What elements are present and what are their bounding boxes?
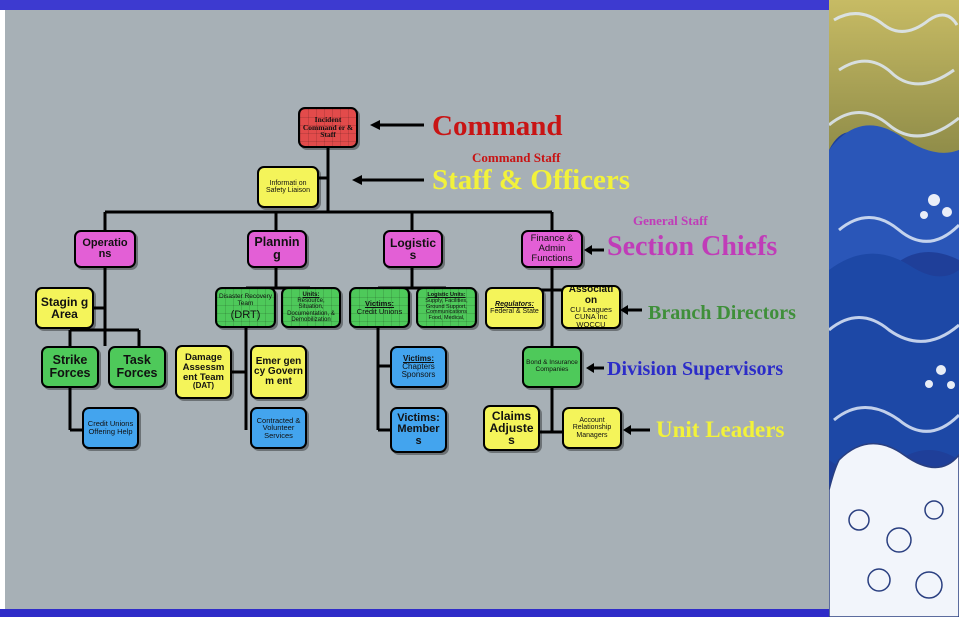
operations-node: Operatio ns xyxy=(74,230,136,268)
info-safety-liaison-text: Informati on Safety Liaison xyxy=(266,179,310,194)
victims-chapters-label: Victims: xyxy=(403,353,434,363)
general-staff-label: General Staff xyxy=(633,213,708,228)
logistic-units-label: Logistic Units: xyxy=(427,292,466,299)
emergency-government-node: Emer gen cy Govern m ent xyxy=(250,345,307,399)
logistic-units-text: Supply, Facilities, Ground Support, Comm… xyxy=(425,298,468,321)
command-label: Command xyxy=(432,110,563,142)
regulators-text: Federal & State xyxy=(490,308,539,315)
claims-adjusters-text: Claims Adjuste s xyxy=(489,408,534,448)
task-forces-node: Task Forces xyxy=(108,346,166,388)
account-managers-text: Account Relationship Managers xyxy=(572,417,612,439)
staff-officers-label: Staff & Officers xyxy=(432,164,631,196)
associations-title: Associati on xyxy=(568,285,614,306)
victims-chapters-node: Victims:Chapters Sponsors xyxy=(390,346,447,388)
victims-members-text: Victims: Member s xyxy=(397,412,440,447)
bond-insurance-text: Bond & Insurance Companies xyxy=(526,359,578,373)
division-supervisors-label: Division Supervisors xyxy=(607,358,784,380)
unit-leaders-label: Unit Leaders xyxy=(656,417,785,442)
planning-units-label: Units: xyxy=(302,292,320,299)
associations-text: CU Leagues CUNA Inc WOCCU xyxy=(570,304,612,329)
planning-units-node: Units:Resource, Situation, Documentation… xyxy=(281,287,341,328)
contracted-volunteer-text: Contracted & Volunteer Services xyxy=(256,415,301,440)
slide-bottom-bar xyxy=(0,609,829,617)
credit-unions-help-node: Credit Unions Offering Help xyxy=(82,407,139,449)
slide-top-bar xyxy=(0,0,829,10)
wave-illustration xyxy=(829,0,959,617)
drt-abbr: (DRT) xyxy=(230,308,261,321)
victims-credit-unions-text: Credit Unions xyxy=(356,306,403,316)
command-staff-label: Command Staff xyxy=(472,150,561,165)
incident-commander-node: Incident Command er & Staff xyxy=(298,107,358,148)
bond-insurance-node: Bond & Insurance Companies xyxy=(522,346,582,388)
wave-decoration xyxy=(829,0,959,617)
claims-adjusters-node: Claims Adjuste s xyxy=(483,405,540,451)
damage-assessment-text: Damage Assessm ent Team xyxy=(182,352,225,383)
finance-admin-text: Finance & Admin Functions xyxy=(530,233,574,264)
logistic-units-node: Logistic Units:Supply, Facilities, Groun… xyxy=(416,287,477,328)
branch-directors-label: Branch Directors xyxy=(648,302,796,324)
section-chiefs-label: Section Chiefs xyxy=(607,231,778,262)
info-safety-liaison-node: Informati on Safety Liaison xyxy=(257,166,319,208)
logistics-text: Logistic s xyxy=(389,235,436,262)
credit-unions-help-text: Credit Unions Offering Help xyxy=(87,419,134,436)
damage-assessment-node: Damage Assessm ent Team(DAT) xyxy=(175,345,232,399)
task-forces-text: Task Forces xyxy=(116,353,158,380)
regulators-node: Regulators:Federal & State xyxy=(485,287,544,329)
staging-area-node: Stagin g Area xyxy=(35,287,94,329)
victims-credit-unions-node: Victims:Credit Unions xyxy=(349,287,410,328)
contracted-volunteer-node: Contracted & Volunteer Services xyxy=(250,407,307,449)
slide-left-edge xyxy=(0,10,5,609)
logistics-node: Logistic s xyxy=(383,230,443,268)
planning-text: Plannin g xyxy=(254,235,300,262)
finance-admin-node: Finance & Admin Functions xyxy=(521,230,583,268)
staging-area-text: Stagin g Area xyxy=(40,294,89,321)
strike-forces-text: Strike Forces xyxy=(49,353,91,380)
dat-abbr: (DAT) xyxy=(192,381,215,391)
regulators-label: Regulators: xyxy=(495,300,534,308)
strike-forces-node: Strike Forces xyxy=(41,346,99,388)
org-chart-connectors xyxy=(68,120,650,435)
victims-members-node: Victims: Member s xyxy=(390,407,447,453)
emergency-government-text: Emer gen cy Govern m ent xyxy=(254,355,303,388)
account-managers-node: Account Relationship Managers xyxy=(562,407,622,449)
drt-text: Disaster Recovery Team xyxy=(218,293,273,307)
planning-node: Plannin g xyxy=(247,230,307,268)
drt-node: Disaster Recovery Team(DRT) xyxy=(215,287,276,328)
victims-chapters-text: Chapters Sponsors xyxy=(401,361,436,380)
victims-credit-unions-label: Victims: xyxy=(364,298,395,308)
incident-commander-text: Incident Command er & Staff xyxy=(302,115,354,140)
planning-units-text: Resource, Situation, Documentation, & De… xyxy=(287,298,335,323)
operations-text: Operatio ns xyxy=(82,236,128,260)
